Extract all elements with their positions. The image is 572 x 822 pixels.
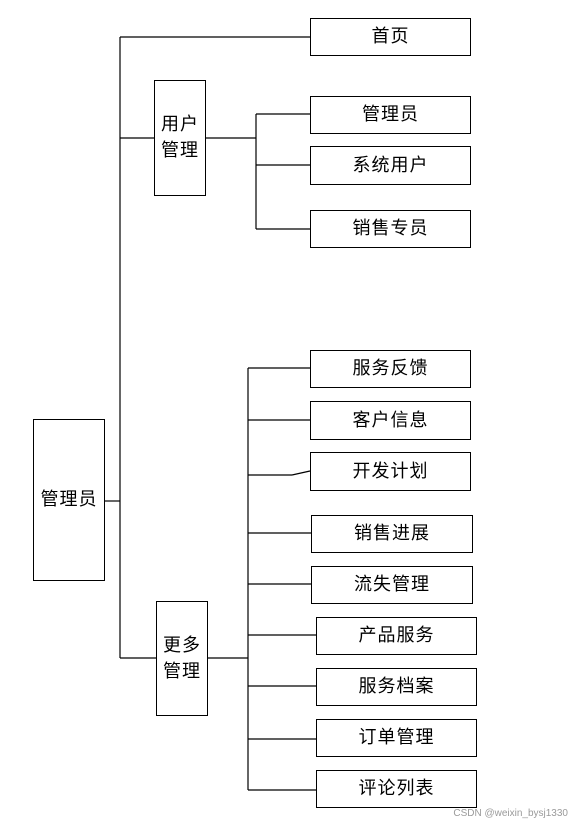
more-child-node: 客户信息 <box>310 401 471 440</box>
more-group-label-line1: 更多 <box>163 634 201 656</box>
user-group-label-line1: 用户 <box>161 114 199 135</box>
more-child-label: 产品服务 <box>358 625 435 646</box>
user-child-label: 系统用户 <box>352 154 429 176</box>
root-node-label: 管理员 <box>40 489 98 510</box>
more-child-node: 流失管理 <box>311 566 473 604</box>
watermark: CSDN @weixin_bysj1330 <box>453 808 568 819</box>
more-child-label: 订单管理 <box>358 727 435 748</box>
user-child-label: 销售专员 <box>352 218 429 239</box>
more-child-label: 评论列表 <box>358 778 435 799</box>
more-child-label: 流失管理 <box>354 574 430 595</box>
more-child-node: 服务档案 <box>316 668 477 706</box>
more-child-node: 订单管理 <box>316 719 477 757</box>
more-child-node: 评论列表 <box>316 770 477 808</box>
root-node: 管理员 <box>33 419 105 581</box>
more-child-node: 开发计划 <box>310 452 471 491</box>
node-home: 首页 <box>310 18 471 56</box>
user-child-label: 管理员 <box>362 104 419 125</box>
more-child-node: 产品服务 <box>316 617 477 655</box>
user-child-node: 销售专员 <box>310 210 471 248</box>
more-child-node: 销售进展 <box>311 515 473 553</box>
user-group-node: 用户 管理 <box>154 80 206 196</box>
more-child-label: 客户信息 <box>352 409 429 431</box>
more-group-label-line2: 管理 <box>163 660 201 682</box>
more-child-label: 服务档案 <box>358 676 435 697</box>
user-child-node: 系统用户 <box>310 146 471 185</box>
more-child-label: 服务反馈 <box>352 358 429 379</box>
user-child-node: 管理员 <box>310 96 471 134</box>
more-child-node: 服务反馈 <box>310 350 471 388</box>
node-home-label: 首页 <box>371 26 410 47</box>
more-group-node: 更多 管理 <box>156 601 208 716</box>
more-child-label: 销售进展 <box>354 523 430 544</box>
more-child-label: 开发计划 <box>352 460 429 482</box>
user-group-label-line2: 管理 <box>161 140 199 161</box>
